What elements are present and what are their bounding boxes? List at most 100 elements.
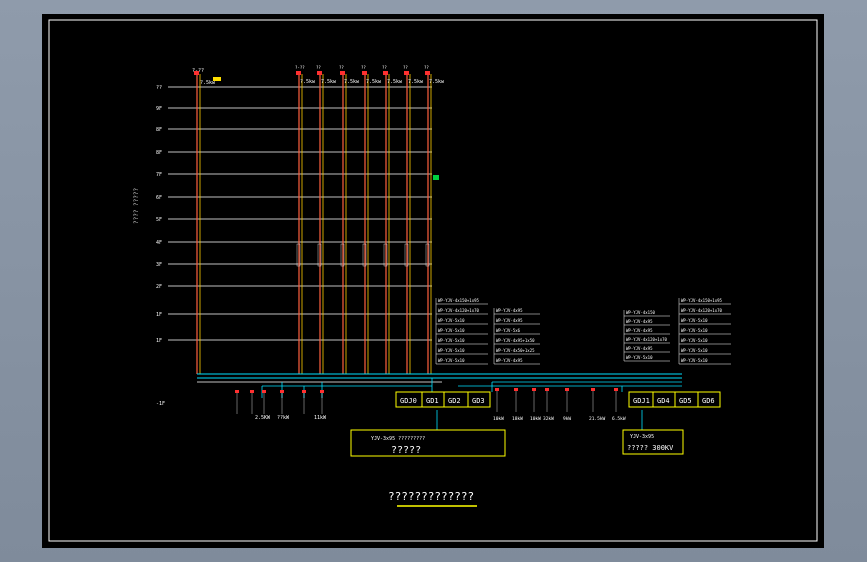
riser: ?? 7.5kw (382, 65, 403, 374)
outgoing-breaker (302, 390, 306, 393)
outgoing-breaker (514, 388, 518, 391)
outgoing-breaker (591, 388, 595, 391)
riser-annotation (296, 243, 301, 267)
transformer-right: YJV-3x95 ????? 300KV (622, 429, 684, 455)
floor-label: 5F (156, 217, 162, 223)
cable-note: WP-YJV-5x10 (438, 338, 465, 343)
floor-label: 2F (156, 284, 162, 290)
outgoing-breaker (495, 388, 499, 391)
cable-notes: WP-YJV-4x150+1x95WP-YJV-4x120+1x70WP-YJV… (435, 298, 731, 365)
outgoing-breaker (262, 390, 266, 393)
outgoing-breaker (565, 388, 569, 391)
bottom-load-label: 9kW (563, 416, 571, 422)
riser: ??7.5kw (316, 65, 337, 374)
cable-note: WP-YJV-4x120+1x70 (681, 308, 723, 313)
floor-label: 8F (156, 150, 162, 156)
riser-rating: 7.5kw (429, 79, 445, 85)
panel-label: GD1 (426, 397, 439, 405)
cable-note: WP-YJV-4x150+1x95 (681, 298, 723, 303)
riser-tag: ?? (382, 65, 387, 70)
cable-note: WP-YJV-5x10 (438, 348, 465, 353)
transformer-right-cable: YJV-3x95 (630, 434, 654, 440)
riser-breaker (425, 71, 430, 75)
riser: ??7.5kw (424, 65, 445, 374)
floor-label: 4F (156, 240, 162, 246)
cable-note: WP-YJV-4x95 (496, 318, 523, 323)
cable-note: WP-YJV-4x50+1x25 (496, 348, 535, 353)
cable-note: WP-YJV-4x95+1x50 (496, 338, 535, 343)
sheet-frame (48, 19, 818, 542)
riser-rating: 7.5kw (408, 79, 424, 85)
floor-label: 8F (156, 127, 162, 133)
transformer-left: YJV-3x95 ????????? ????? (350, 429, 506, 457)
outgoing-breaker (614, 388, 618, 391)
cable-notes-group-4: WP-YJV-4x150+1x95WP-YJV-4x120+1x70WP-YJV… (678, 298, 731, 365)
bottom-load-label: 11kW (314, 415, 327, 421)
bottom-load-label: 2.5KW (255, 415, 271, 421)
transformer-left-name: ????? (391, 445, 421, 456)
riser-breaker (362, 71, 367, 75)
riser-breaker (317, 71, 322, 75)
bus-lines (197, 373, 682, 398)
cable-note: WP-YJV-5x10 (626, 355, 653, 360)
left-riser-tag: ?-?? (192, 68, 204, 74)
floor-label: -1F (156, 401, 165, 407)
riser-annotation (317, 243, 322, 267)
bottom-load-label: 10kW (530, 416, 541, 422)
bottom-load-label: 18kW (512, 416, 523, 422)
riser-rating: 7.5kw (321, 79, 337, 85)
outgoing-breaker (545, 388, 549, 391)
cable-note: WP-YJV-5x10 (438, 328, 465, 333)
axis-label: ???? ????? (133, 187, 140, 224)
panel-label: GDJ0 (400, 397, 417, 405)
floor-label: 1F (156, 312, 162, 318)
riser-rating: 7.5kw (387, 79, 403, 85)
cable-note: WP-YJV-5x10 (438, 318, 465, 323)
riser: ?-???.5kw (295, 65, 316, 374)
riser: ??7.5kw (403, 65, 424, 374)
cable-note: WP-YJV-4x95 (626, 346, 653, 351)
riser-tag: ?? (339, 65, 344, 70)
panel-right: GD5 (674, 391, 699, 408)
riser-tag: ?? (361, 65, 366, 70)
cable-note: WP-YJV-5x10 (681, 318, 708, 323)
riser-breaker (340, 71, 345, 75)
cable-notes-group-2: WP-YJV-4x95WP-YJV-4x95WP-YJV-5x6WP-YJV-4… (493, 308, 540, 365)
bottom-load-label: 32kW (543, 416, 554, 422)
panel-left: GDJ0 (395, 391, 423, 408)
floor-label: 3F (156, 262, 162, 268)
bottom-load-label: 6.5kW (612, 416, 626, 422)
sheet-title: ????????????? (388, 490, 474, 503)
riser: ??7.5kw (361, 65, 382, 374)
cable-note: WP-YJV-4x120+1x70 (438, 308, 480, 313)
riser-annotation (362, 243, 367, 267)
panel-left: GD3 (467, 391, 491, 408)
panel-label: GD3 (472, 397, 485, 405)
panel-links (436, 410, 643, 430)
bottom-load-label: 10kW (493, 416, 504, 422)
transformer-left-cable: YJV-3x95 ????????? (371, 436, 425, 442)
panel-label: GD6 (702, 397, 715, 405)
riser: ??7.5kw (339, 65, 360, 374)
riser-breaker (383, 71, 388, 75)
panel-right: GDJ1 (628, 391, 654, 408)
panel-box (697, 391, 721, 408)
cable-note: WP-YJV-4x95 (496, 308, 523, 313)
floor-label: 6F (156, 195, 162, 201)
riser-breaker (404, 71, 409, 75)
panel-left: GD2 (443, 391, 469, 408)
cable-note: WP-YJV-4x95 (626, 319, 653, 324)
cable-note: WP-YJV-4x150+1x95 (438, 298, 480, 303)
bottom-load-label: ??kW (277, 415, 290, 421)
outgoing-breaker (280, 390, 284, 393)
bottom-load-label: 21.5kW (589, 416, 606, 422)
panel-label: GD5 (679, 397, 692, 405)
panel-right: GD6 (697, 391, 721, 408)
cable-note: WP-YJV-4x95 (626, 328, 653, 333)
floor-label: 1F (156, 338, 162, 344)
